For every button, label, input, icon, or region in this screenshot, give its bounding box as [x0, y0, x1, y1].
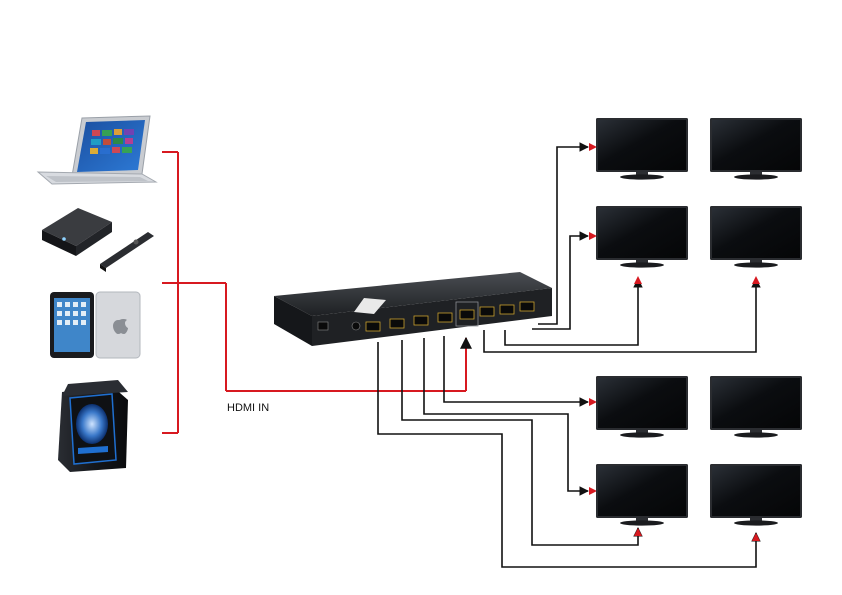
- brand-logo-icon: [354, 298, 386, 314]
- arrow-tip-bl: [634, 528, 642, 536]
- arrow-tip-1: [589, 143, 597, 151]
- arrow-tip-5: [589, 398, 597, 406]
- power-switch: [317, 321, 329, 331]
- output-wiring: [377, 142, 761, 568]
- arrow-tip-3: [589, 232, 597, 240]
- hdmi-in-label: HDMI IN: [227, 402, 269, 414]
- monitor-7: [596, 464, 688, 526]
- input-bracket: [162, 151, 472, 434]
- monitor-8: [710, 464, 802, 526]
- dc-input-port: [351, 321, 361, 331]
- arrow-tip-br: [752, 533, 760, 541]
- monitor-3: [596, 206, 688, 268]
- monitor-6: [710, 376, 802, 438]
- arrow-tip-8: [752, 276, 760, 284]
- laptop-icon: [36, 115, 158, 185]
- hdmi-input-port: [455, 301, 479, 327]
- monitor-5: [596, 376, 688, 438]
- monitor-2: [710, 118, 802, 180]
- arrow-tip-7: [589, 487, 597, 495]
- hdmi-splitter: [274, 272, 552, 346]
- monitor-4: [710, 206, 802, 268]
- arrow-tip-4: [634, 276, 642, 284]
- desktop-tower-icon: [58, 380, 128, 472]
- monitor-1: [596, 118, 688, 180]
- display-grid: [596, 118, 802, 526]
- tablet-icon: [50, 291, 141, 359]
- media-player-icon: [42, 208, 154, 272]
